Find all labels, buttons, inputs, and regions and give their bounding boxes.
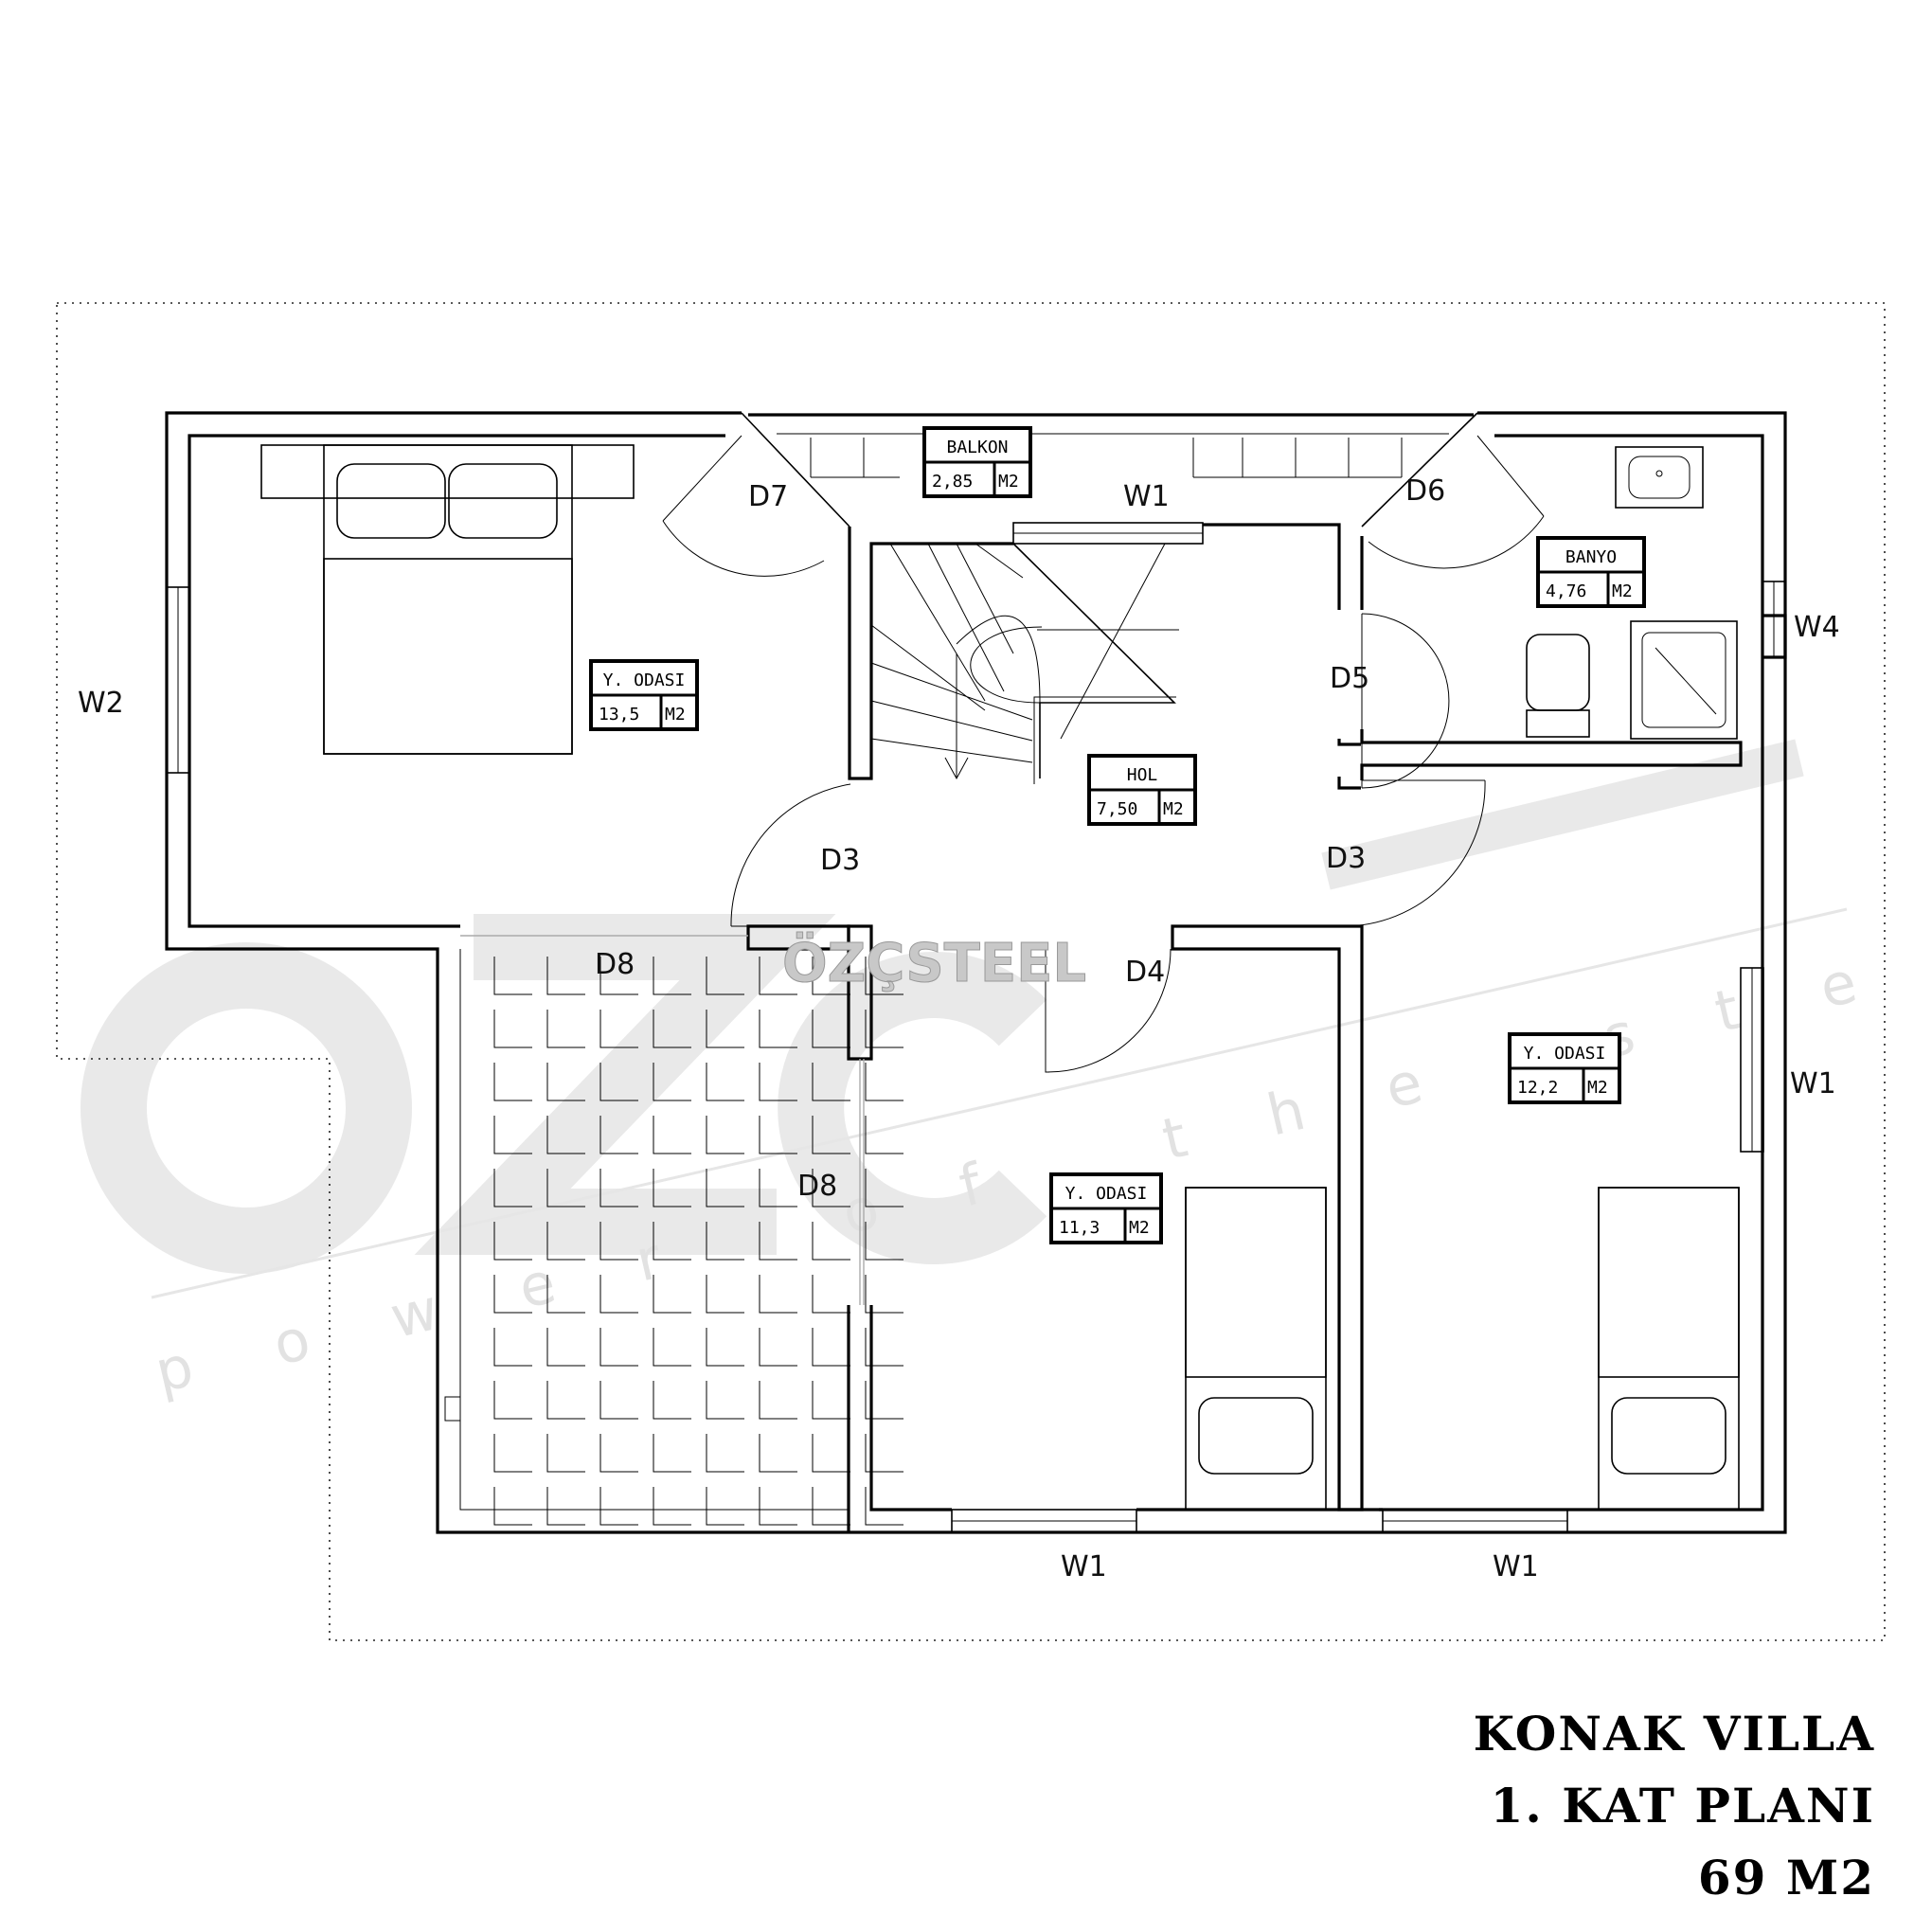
label-w1-top: W1 (1123, 480, 1170, 513)
room-tag: Y. ODASI 13,5 M2 (589, 659, 699, 731)
room-area-unit: M2 (998, 472, 1019, 492)
center-logo: ÖZÇSTEEL (782, 933, 1087, 995)
watermark-logo-c (778, 952, 1047, 1264)
label-d4: D4 (1125, 956, 1165, 989)
room-area-unit: M2 (665, 705, 686, 724)
windows (166, 522, 1786, 1533)
opening-labels: W2 D7 W1 D6 W4 D5 D3 D3 D8 D4 W1 D8 W1 W… (78, 474, 1840, 1583)
label-w2: W2 (78, 687, 124, 720)
label-d6: D6 (1405, 474, 1445, 508)
watermark-logo-ring (80, 942, 412, 1274)
site-boundary (56, 302, 1886, 1641)
room-tag: Y. ODASI 11,3 M2 (1049, 1172, 1163, 1244)
room-area: 4,76 (1546, 581, 1586, 601)
room-name: Y. ODASI (1524, 1044, 1606, 1064)
total-area: 69 M2 (1698, 1850, 1875, 1905)
center-logo-brand: ÖZÇSTEEL (782, 933, 1086, 994)
watermark: power of the steel (80, 739, 1932, 1406)
terrace (444, 949, 903, 1526)
room-tag: BANYO 4,76 M2 (1536, 536, 1646, 608)
balcony (741, 412, 1478, 528)
label-d5: D5 (1330, 662, 1369, 695)
label-d8-top: D8 (595, 948, 635, 981)
room-area: 12,2 (1517, 1078, 1558, 1098)
room-area-unit: M2 (1163, 799, 1184, 819)
room-area-unit: M2 (1612, 581, 1633, 601)
label-d7: D7 (748, 480, 788, 513)
label-w1-bottom-left: W1 (1061, 1550, 1107, 1583)
staircase (870, 543, 1179, 784)
room-area: 11,3 (1059, 1218, 1100, 1238)
label-d8-mid: D8 (797, 1170, 837, 1203)
room-area: 13,5 (599, 705, 639, 724)
project-name: KONAK VILLA (1474, 1706, 1875, 1762)
room-tag: HOL 7,50 M2 (1087, 754, 1197, 826)
bed-room-2 (1185, 1187, 1327, 1511)
room-tag: BALKON 2,85 M2 (922, 426, 1032, 498)
plan-name: 1. KAT PLANI (1491, 1778, 1875, 1834)
room-area-unit: M2 (1587, 1078, 1608, 1098)
room-tag: Y. ODASI 12,2 M2 (1508, 1032, 1621, 1104)
label-w1-bottom-right: W1 (1493, 1550, 1539, 1583)
watermark-underline (151, 907, 1848, 1299)
title-block: KONAK VILLA 1. KAT PLANI 69 M2 (1474, 1706, 1875, 1905)
label-w1-right: W1 (1790, 1067, 1836, 1100)
room-area: 7,50 (1097, 799, 1137, 819)
bed-room-3 (1598, 1187, 1740, 1511)
master-bed (260, 444, 635, 755)
watermark-logo-z (414, 914, 836, 1255)
watermark-logo-bar (1321, 739, 1804, 890)
label-d3-left: D3 (820, 844, 860, 877)
room-name: Y. ODASI (603, 671, 686, 690)
room-area: 2,85 (932, 472, 973, 492)
label-d3-right: D3 (1326, 842, 1366, 875)
room-area-unit: M2 (1129, 1218, 1150, 1238)
room-name: HOL (1127, 765, 1158, 785)
doors (460, 435, 1545, 1305)
room-name: Y. ODASI (1065, 1184, 1148, 1204)
room-name: BANYO (1565, 547, 1617, 567)
room-name: BALKON (946, 438, 1008, 457)
bathroom-fixtures (1526, 446, 1738, 740)
label-w4: W4 (1794, 611, 1840, 644)
